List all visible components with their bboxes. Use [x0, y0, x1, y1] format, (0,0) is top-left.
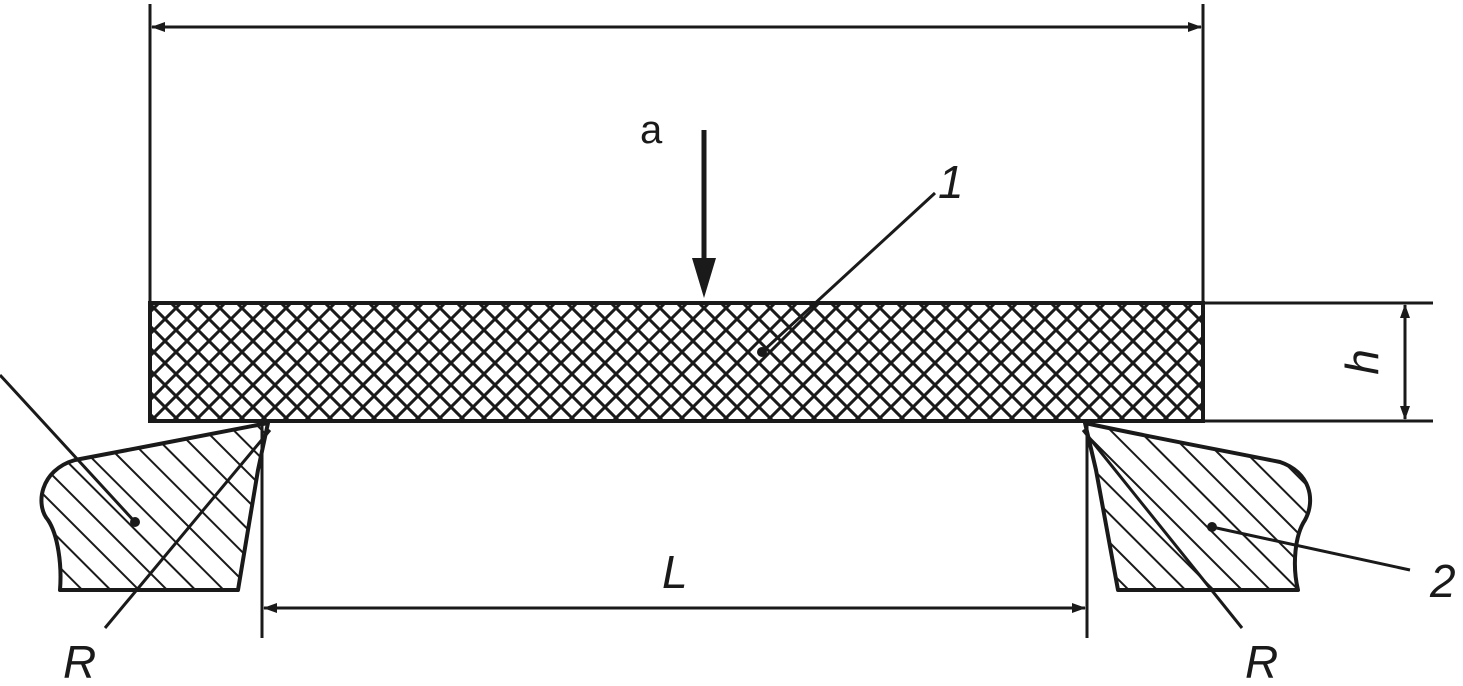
- radius-label-left: R: [63, 636, 96, 686]
- left-support: [39, 421, 270, 592]
- load-label: a: [640, 108, 663, 152]
- thickness-dimension: [1203, 301, 1433, 423]
- specimen-leader: [757, 191, 937, 357]
- specimen-label: 1: [938, 156, 964, 208]
- span-dimension: [260, 423, 1089, 638]
- radius-label-right: R: [1245, 636, 1278, 686]
- thickness-label: h: [1336, 349, 1388, 375]
- left-support-leader: [0, 373, 140, 527]
- specimen-bar: [148, 301, 1205, 423]
- load-arrow: [692, 130, 716, 298]
- radius-leader-right: [1081, 429, 1244, 629]
- span-label: L: [662, 546, 688, 598]
- right-support: [1083, 421, 1313, 592]
- support-label: 2: [1429, 555, 1456, 607]
- top-dimension: [148, 4, 1205, 303]
- right-support-leader: [1207, 522, 1411, 572]
- radius-leader-left: [103, 429, 272, 629]
